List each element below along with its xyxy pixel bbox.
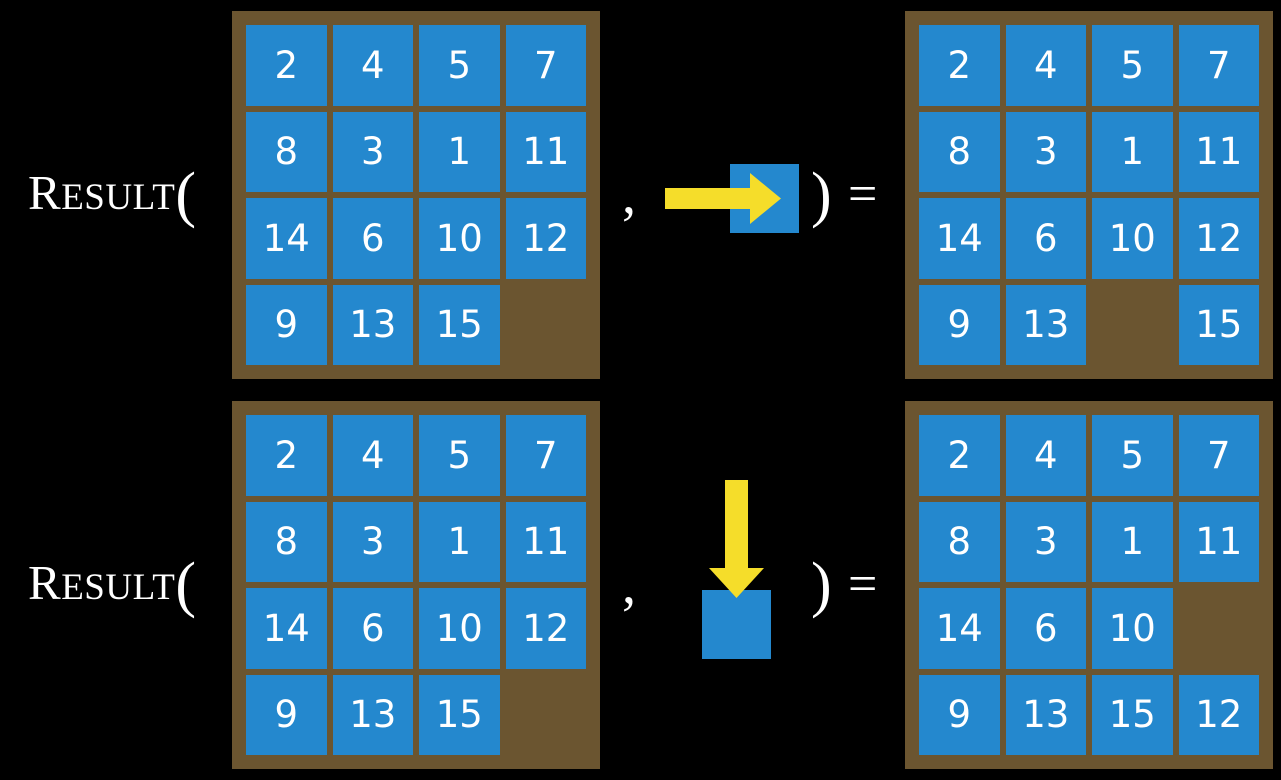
tile[interactable]: 9	[246, 674, 327, 755]
tile[interactable]: 8	[246, 501, 327, 582]
tile[interactable]: 7	[1178, 25, 1259, 106]
tile[interactable]: 3	[1005, 501, 1086, 582]
close-paren: )	[811, 551, 832, 619]
output-board-move-down: 2 4 5 7 8 3 1 11 14 6 10 9 13 15 12	[905, 401, 1273, 769]
tile[interactable]: 4	[1005, 25, 1086, 106]
tile[interactable]: 12	[505, 198, 586, 279]
empty-slot	[506, 675, 587, 756]
tile[interactable]: 4	[1005, 415, 1086, 496]
tile[interactable]: 8	[919, 501, 1000, 582]
argument-separator-comma: ,	[622, 164, 636, 226]
tile[interactable]: 14	[919, 198, 1000, 279]
tile[interactable]: 10	[419, 198, 500, 279]
tile[interactable]: 9	[919, 284, 1000, 365]
empty-slot	[1092, 285, 1173, 366]
result-label-smallcaps: ESULT	[61, 567, 176, 608]
operator-area-move-down: , ) =	[600, 390, 905, 780]
tile[interactable]: 1	[419, 111, 500, 192]
tile[interactable]: 11	[1178, 111, 1259, 192]
operator-area-move-right: , ) =	[600, 0, 905, 390]
argument-separator-comma: ,	[622, 554, 636, 616]
tile[interactable]: 7	[505, 415, 586, 496]
empty-slot	[1179, 588, 1260, 669]
input-board-move-right: 2 4 5 7 8 3 1 11 14 6 10 12 9 13 15	[232, 11, 600, 379]
board-grid: 2 4 5 7 8 3 1 11 14 6 10 9 13 15 12	[919, 415, 1259, 755]
arrow-down-icon	[709, 480, 764, 598]
tile[interactable]: 7	[505, 25, 586, 106]
tile[interactable]: 3	[1005, 111, 1086, 192]
tile[interactable]: 3	[332, 501, 413, 582]
move-target-tile	[702, 590, 771, 659]
tile[interactable]: 15	[419, 284, 500, 365]
equation-row-move-right: RESULT( 2 4 5 7 8 3 1 11 14 6 10 12 9 13…	[28, 0, 1273, 390]
tile[interactable]: 5	[1092, 25, 1173, 106]
move-right-glyph	[655, 0, 805, 390]
tile[interactable]: 4	[332, 415, 413, 496]
tile[interactable]: 2	[246, 415, 327, 496]
tile[interactable]: 14	[246, 588, 327, 669]
tile[interactable]: 13	[332, 284, 413, 365]
empty-slot	[506, 285, 587, 366]
tile[interactable]: 10	[1092, 198, 1173, 279]
tile[interactable]: 13	[332, 674, 413, 755]
tile[interactable]: 5	[419, 25, 500, 106]
tile[interactable]: 8	[919, 111, 1000, 192]
output-board-move-right: 2 4 5 7 8 3 1 11 14 6 10 12 9 13 15	[905, 11, 1273, 379]
tile[interactable]: 8	[246, 111, 327, 192]
tile[interactable]: 1	[1092, 501, 1173, 582]
board-grid: 2 4 5 7 8 3 1 11 14 6 10 12 9 13 15	[919, 25, 1259, 365]
tile[interactable]: 7	[1178, 415, 1259, 496]
arrow-right-icon	[665, 173, 781, 224]
tile[interactable]: 13	[1005, 284, 1086, 365]
result-label-capital: R	[28, 165, 62, 220]
tile[interactable]: 14	[246, 198, 327, 279]
equals-sign: =	[848, 556, 878, 613]
tile[interactable]: 10	[419, 588, 500, 669]
result-function-label: RESULT(	[28, 554, 197, 616]
equation-row-move-down: RESULT( 2 4 5 7 8 3 1 11 14 6 10 12 9 13…	[0, 390, 1281, 780]
tile[interactable]: 9	[919, 674, 1000, 755]
tile[interactable]: 1	[1092, 111, 1173, 192]
tile[interactable]: 12	[1178, 674, 1259, 755]
tile[interactable]: 11	[505, 501, 586, 582]
tile[interactable]: 4	[332, 25, 413, 106]
move-down-glyph	[655, 390, 805, 780]
tile[interactable]: 15	[1092, 674, 1173, 755]
tile[interactable]: 10	[1092, 588, 1173, 669]
result-label-smallcaps: ESULT	[61, 177, 176, 218]
board-grid: 2 4 5 7 8 3 1 11 14 6 10 12 9 13 15	[246, 415, 586, 755]
tile[interactable]: 14	[919, 588, 1000, 669]
tile[interactable]: 2	[919, 25, 1000, 106]
tile[interactable]: 15	[1178, 284, 1259, 365]
input-board-move-down: 2 4 5 7 8 3 1 11 14 6 10 12 9 13 15	[232, 401, 600, 769]
tile[interactable]: 6	[332, 588, 413, 669]
tile[interactable]: 15	[419, 674, 500, 755]
equals-sign: =	[848, 166, 878, 223]
result-label-capital: R	[28, 555, 62, 610]
result-label-open-paren: (	[175, 161, 197, 229]
tile[interactable]: 11	[505, 111, 586, 192]
tile[interactable]: 1	[419, 501, 500, 582]
tile[interactable]: 6	[332, 198, 413, 279]
board-grid: 2 4 5 7 8 3 1 11 14 6 10 12 9 13 15	[246, 25, 586, 365]
tile[interactable]: 3	[332, 111, 413, 192]
tile[interactable]: 9	[246, 284, 327, 365]
tile[interactable]: 6	[1005, 198, 1086, 279]
tile[interactable]: 6	[1005, 588, 1086, 669]
tile[interactable]: 12	[1178, 198, 1259, 279]
tile[interactable]: 2	[919, 415, 1000, 496]
tile[interactable]: 5	[419, 415, 500, 496]
result-label-open-paren: (	[175, 551, 197, 619]
tile[interactable]: 11	[1178, 501, 1259, 582]
close-paren: )	[811, 161, 832, 229]
result-function-label: RESULT(	[28, 164, 197, 226]
tile[interactable]: 13	[1005, 674, 1086, 755]
tile[interactable]: 2	[246, 25, 327, 106]
tile[interactable]: 5	[1092, 415, 1173, 496]
tile[interactable]: 12	[505, 588, 586, 669]
